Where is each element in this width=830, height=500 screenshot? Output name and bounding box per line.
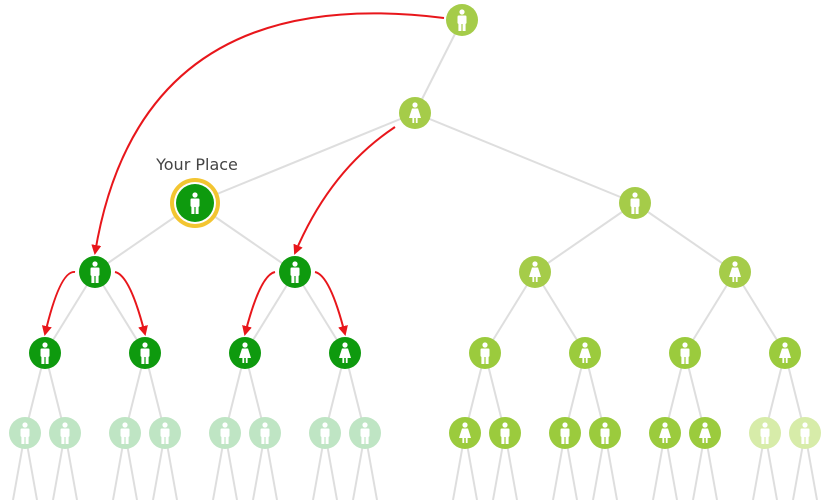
tree-nodes [9,4,821,449]
female-person-icon [699,422,711,443]
female-person-icon [339,342,351,363]
placement-arrow [242,271,276,336]
tree-edge [194,112,416,204]
your-place-node [170,178,220,228]
member-node-l4-15 [749,417,781,449]
male-person-icon [220,422,230,444]
member-node-l4-9 [449,417,481,449]
member-node-l4-11 [549,417,581,449]
tree-edge [634,202,736,273]
male-person-icon [320,422,330,444]
member-node-l3-d [329,337,361,369]
male-person-icon [90,261,100,283]
male-person-icon [600,422,610,444]
placement-arrow [114,271,148,336]
placement-arrow [293,126,396,255]
female-person-icon [459,422,471,443]
placement-arrow [91,12,445,255]
female-person-icon [579,342,591,363]
male-person-icon [680,342,690,364]
member-node-l4-1 [9,417,41,449]
placement-arrow [314,271,348,336]
male-person-icon [140,342,150,364]
member-node-l3-b [129,337,161,369]
member-node-l3-e [469,337,501,369]
member-node-l4-16 [789,417,821,449]
male-person-icon [360,422,370,444]
member-node-l4-5 [209,417,241,449]
member-node-l2-d [719,256,751,288]
male-person-icon [60,422,70,444]
male-person-icon [630,192,640,214]
member-node-l4-10 [489,417,521,449]
member-node-right-lead [619,187,651,219]
your-place-label: Your Place [155,155,238,174]
female-person-icon [659,422,671,443]
tree-edge [414,19,463,114]
female-person-icon [529,261,541,282]
male-person-icon [560,422,570,444]
member-node-l3-a [29,337,61,369]
member-node-l2-b [279,256,311,288]
member-node-l2-a [79,256,111,288]
male-person-icon [190,192,200,214]
member-node-l3-c [229,337,261,369]
male-person-icon [20,422,30,444]
member-node-l3-h [769,337,801,369]
member-node-l4-7 [309,417,341,449]
male-person-icon [480,342,490,364]
male-person-icon [120,422,130,444]
member-node-upper [399,97,431,129]
member-node-l4-14 [689,417,721,449]
male-person-icon [290,261,300,283]
placement-arrow [41,271,76,336]
tree-edge [534,202,636,273]
member-node-l3-g [669,337,701,369]
member-node-l2-c [519,256,551,288]
male-person-icon [160,422,170,444]
member-node-l4-4 [149,417,181,449]
male-person-icon [760,422,770,444]
male-person-icon [500,422,510,444]
member-node-l3-f [569,337,601,369]
placement-arrows [41,12,445,336]
female-person-icon [779,342,791,363]
member-node-l4-13 [649,417,681,449]
male-person-icon [40,342,50,364]
member-node-l4-8 [349,417,381,449]
female-person-icon [729,261,741,282]
member-node-l4-2 [49,417,81,449]
member-node-l4-12 [589,417,621,449]
member-node-l4-3 [109,417,141,449]
member-node-l4-6 [249,417,281,449]
female-person-icon [239,342,251,363]
female-person-icon [409,102,421,123]
tree-edge [414,112,636,204]
male-person-icon [260,422,270,444]
male-person-icon [800,422,810,444]
male-person-icon [457,9,467,31]
member-node-top [446,4,478,36]
